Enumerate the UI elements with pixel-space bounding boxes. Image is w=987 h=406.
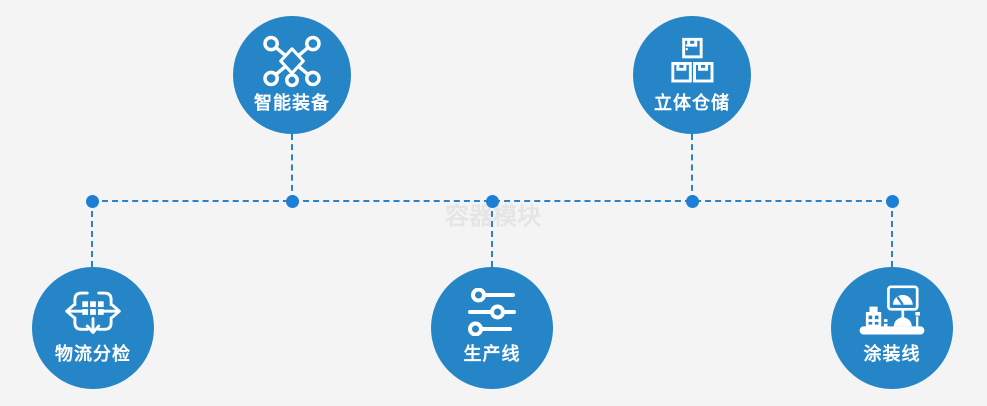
node-painting-line[interactable]: 涂装线 [831,267,953,389]
junction-dot [686,195,699,208]
connector-vertical-warehouse [691,134,693,201]
node-label: 物流分检 [55,344,131,365]
stacked-boxes-icon [662,34,722,88]
node-label: 立体仓储 [654,93,730,114]
node-logistics-sorting[interactable]: 物流分检 [32,267,154,389]
connector-vertical-painting [891,201,893,267]
machine-gauge-icon [856,285,928,339]
sorting-distribute-icon [60,285,126,339]
junction-dot [886,195,899,208]
connector-vertical-smart-equipment [291,134,293,201]
node-warehouse[interactable]: 立体仓储 [633,16,751,134]
sliders-icon [467,285,517,339]
node-label: 涂装线 [863,344,921,365]
junction-dot [86,195,99,208]
junction-dot [486,195,499,208]
network-nodes-icon [258,34,326,88]
node-label: 智能装备 [254,93,330,114]
node-label: 生产线 [463,344,521,365]
connector-vertical-logistics [91,201,93,267]
junction-dot [286,195,299,208]
node-production-line[interactable]: 生产线 [431,267,553,389]
connector-vertical-production [491,201,493,267]
node-smart-equipment[interactable]: 智能装备 [233,16,351,134]
